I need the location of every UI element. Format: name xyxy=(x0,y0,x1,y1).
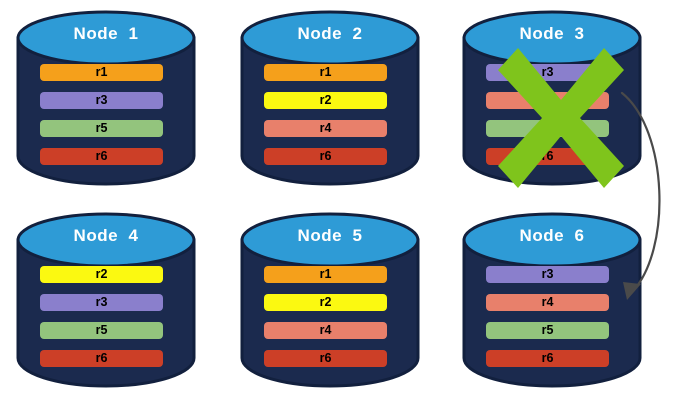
replica-bar[interactable]: r1 xyxy=(264,64,387,81)
node-6[interactable]: Node 6 r3 r4 r5 r6 xyxy=(462,210,642,388)
replica-bar[interactable]: r4 xyxy=(486,294,609,311)
replica-bar[interactable]: r1 xyxy=(264,266,387,283)
replica-bar[interactable]: r2 xyxy=(264,294,387,311)
node-4[interactable]: Node 4 r2 r3 r5 r6 xyxy=(16,210,196,388)
node-2[interactable]: Node 2 r1 r2 r4 r6 xyxy=(240,8,420,186)
node-3[interactable]: Node 3 r3 r4 r5 r6 xyxy=(462,8,642,188)
replica-bar[interactable]: r6 xyxy=(264,148,387,165)
replica-bar[interactable]: r3 xyxy=(486,266,609,283)
replica-bar[interactable]: r5 xyxy=(486,120,609,137)
replica-bar[interactable]: r6 xyxy=(486,148,609,165)
replica-bar[interactable]: r3 xyxy=(40,92,163,109)
node-5[interactable]: Node 5 r1 r2 r4 r6 xyxy=(240,210,420,388)
replica-bar[interactable]: r5 xyxy=(40,120,163,137)
replica-bar[interactable]: r4 xyxy=(486,92,609,109)
replica-bar[interactable]: r2 xyxy=(40,266,163,283)
replica-bar[interactable]: r6 xyxy=(486,350,609,367)
replica-bar[interactable]: r1 xyxy=(40,64,163,81)
replica-bar[interactable]: r6 xyxy=(40,350,163,367)
replica-bar[interactable]: r5 xyxy=(40,322,163,339)
replica-bar[interactable]: r3 xyxy=(40,294,163,311)
replica-bar[interactable]: r6 xyxy=(264,350,387,367)
replica-bar[interactable]: r6 xyxy=(40,148,163,165)
node-1[interactable]: Node 1 r1 r3 r5 r6 xyxy=(16,8,196,186)
replica-bar[interactable]: r4 xyxy=(264,120,387,137)
replica-bar[interactable]: r2 xyxy=(264,92,387,109)
replica-bar[interactable]: r5 xyxy=(486,322,609,339)
replica-bar[interactable]: r3 xyxy=(486,64,609,81)
replica-bar[interactable]: r4 xyxy=(264,322,387,339)
